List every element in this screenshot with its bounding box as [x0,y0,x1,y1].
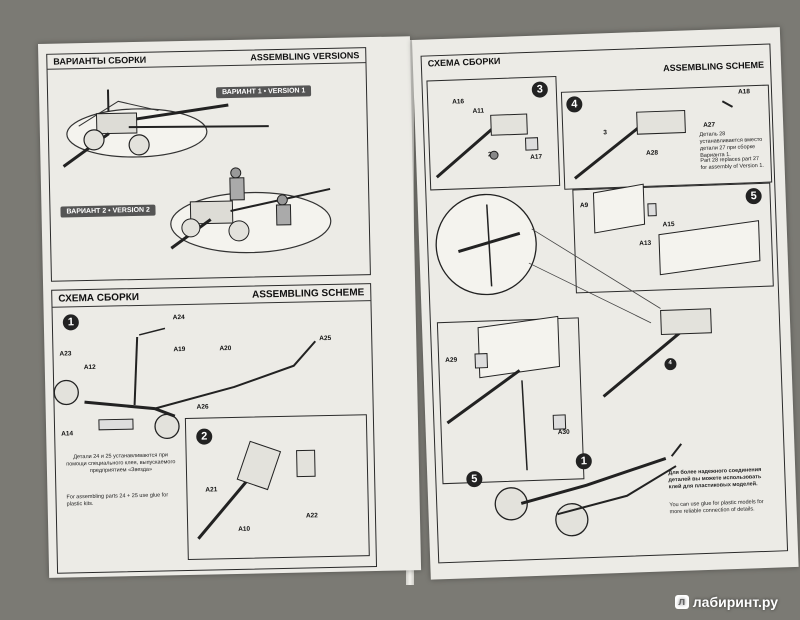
watermark: л лабиринт.ру [674,594,778,610]
step-5-drawing [592,183,761,276]
step-2-drawing [197,440,316,540]
right-page: СХЕМА СБОРКИ ASSEMBLING SCHEME 3 A16 A11… [412,27,799,580]
right-scheme-panel: СХЕМА СБОРКИ ASSEMBLING SCHEME 3 A16 A11… [420,43,789,564]
detail-magnifier [435,193,712,398]
step-3-drawing [435,113,539,179]
step-3-panel: 3 A16 A11 A17 2 [426,75,561,191]
final-assembly-panel: A29 A30 [436,315,585,485]
labirint-logo-icon: л [674,595,689,609]
glue-note-en: For assembling parts 24 + 25 use glue fo… [66,492,169,508]
watermark-text: лабиринт.ру [692,594,778,610]
final-assembly-drawing [446,315,567,471]
glue-note-ru: Детали 24 и 25 устанавливаются при помощ… [66,452,176,475]
assembling-versions-panel: ВАРИАНТЫ СБОРКИ ASSEMBLING VERSIONS ВАРИ… [46,47,371,282]
step-1-drawing [53,327,317,440]
carriage-drawing [494,443,683,537]
step-4-drawing [573,100,734,180]
left-page: ВАРИАНТЫ СБОРКИ ASSEMBLING VERSIONS ВАРИ… [38,36,422,578]
assembling-scheme-panel: СХЕМА СБОРКИ ASSEMBLING SCHEME 1 A24 A23… [51,283,378,574]
step-4-panel: 4 A18 A27 A28 3 Деталь 28 устанавливаетс… [560,84,773,190]
step-2-panel: 2 A21 A22 A10 [184,414,370,560]
versions-drawings [62,89,332,254]
step-5-panel: 5 A9 A15 A13 [572,182,774,294]
glue-note-ru: Для более надежного соединения деталей в… [668,467,762,491]
